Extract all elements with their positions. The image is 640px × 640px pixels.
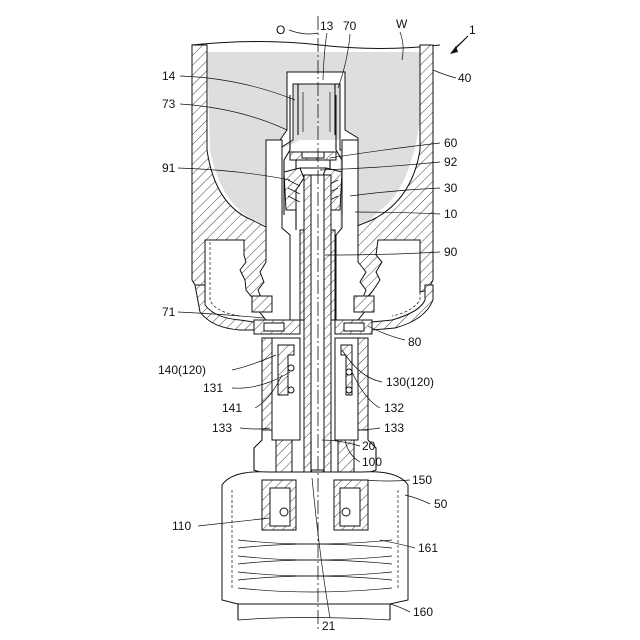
label-20: 20 <box>362 439 376 453</box>
label-60: 60 <box>444 136 458 150</box>
label-100: 100 <box>362 455 382 469</box>
label-130: 130(120) <box>386 375 434 389</box>
label-150: 150 <box>412 473 432 487</box>
label-90: 90 <box>444 245 458 259</box>
label-133-right: 133 <box>384 421 404 435</box>
label-50: 50 <box>434 497 448 511</box>
label-92: 92 <box>444 155 458 169</box>
container-neck-right <box>372 285 433 330</box>
label-91: 91 <box>162 161 176 175</box>
label-141: 141 <box>222 401 242 415</box>
label-71: 71 <box>162 305 176 319</box>
container-neck-left <box>195 285 254 330</box>
label-73: 73 <box>162 97 176 111</box>
label-110: 110 <box>172 519 191 533</box>
label-160: 160 <box>413 605 433 619</box>
label-161: 161 <box>418 541 438 555</box>
label-131: 131 <box>203 381 223 395</box>
label-140: 140(120) <box>158 363 206 377</box>
label-133-left: 133 <box>212 421 232 435</box>
cap-50 <box>222 472 408 620</box>
figure-ref-label: 1 <box>469 23 476 37</box>
label-70: 70 <box>343 19 357 33</box>
label-30: 30 <box>444 181 458 195</box>
label-10: 10 <box>444 207 458 221</box>
central-shaft <box>300 175 335 480</box>
label-132: 132 <box>384 401 404 415</box>
liquid-label: W <box>396 17 408 31</box>
axis-label: O <box>276 23 285 37</box>
label-80: 80 <box>408 335 422 349</box>
label-13: 13 <box>320 19 334 33</box>
label-21: 21 <box>322 619 336 633</box>
label-40: 40 <box>458 71 472 85</box>
label-14: 14 <box>162 69 176 83</box>
